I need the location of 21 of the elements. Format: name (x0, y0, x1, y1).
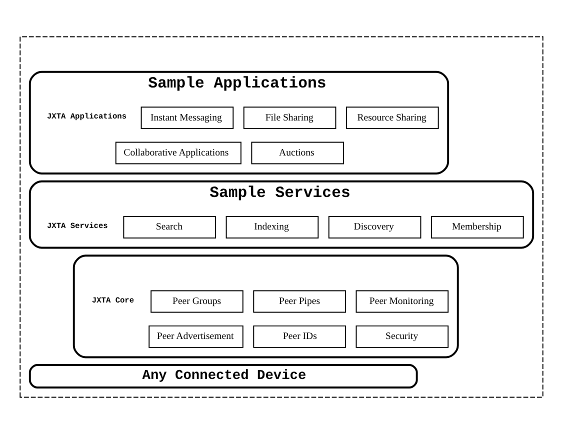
node-box: Membership (431, 216, 524, 238)
node-label: JXTA Services (46, 222, 108, 231)
node-box: Instant Messaging (140, 106, 234, 129)
node-box: Peer Pipes (253, 290, 346, 312)
node-box: Peer Groups (150, 290, 244, 312)
node-label: JXTA Applications (46, 112, 127, 122)
node-box: Peer Advertisement (148, 324, 244, 348)
node-box: Security (356, 324, 449, 348)
node-box: Indexing (226, 216, 319, 238)
node-box: File Sharing (243, 106, 336, 129)
node-box: Any Connected Device (28, 364, 418, 388)
cluster (72, 254, 459, 358)
node-box: Peer Monitoring (356, 290, 449, 312)
node-box: Search (123, 216, 216, 238)
node-box: Resource Sharing (346, 106, 439, 129)
node-box: Collaborative Applications (115, 141, 242, 164)
cluster (20, 36, 544, 398)
node-label: JXTA Core (92, 296, 134, 305)
node-box: Auctions (251, 141, 344, 164)
node-box: Discovery (328, 216, 422, 238)
node-box: Peer IDs (253, 324, 346, 348)
